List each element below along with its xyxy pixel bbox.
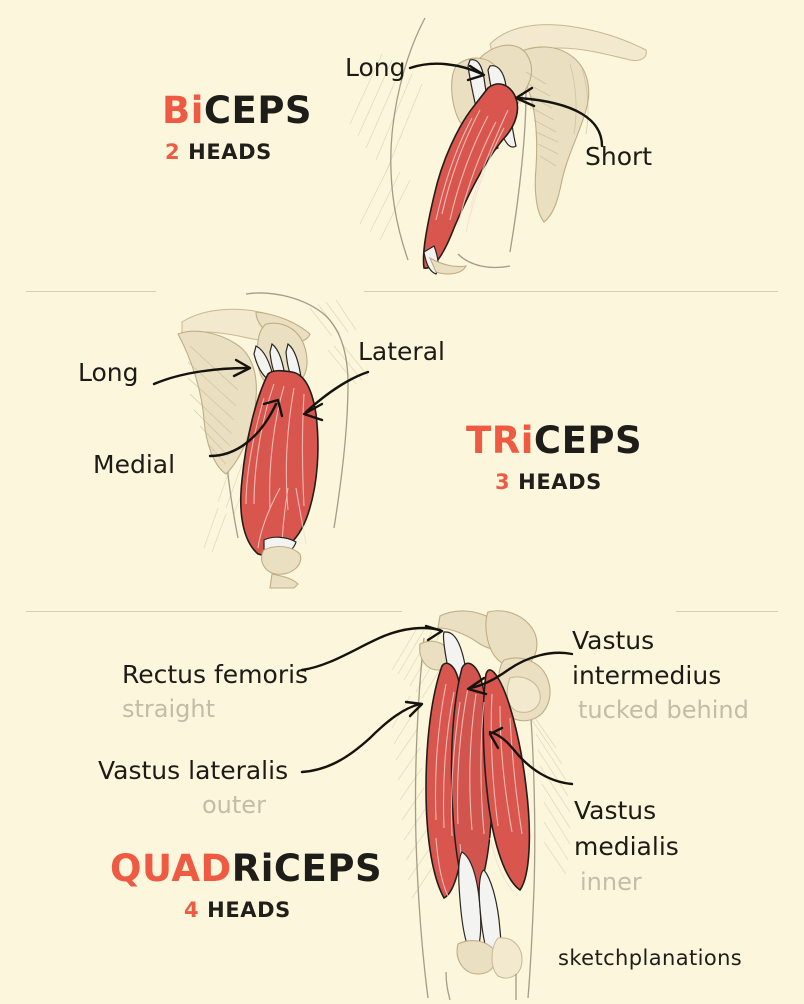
lower-leg-outline (445, 971, 517, 1001)
triceps-medial-arrow (208, 398, 284, 458)
vastus-medialis-muscle (482, 669, 531, 892)
pelvis-bone (419, 610, 551, 722)
quad-rectus-femoris-note: straight (122, 695, 216, 723)
pencil-hatching (203, 299, 369, 553)
quad-vastus-medialis-note: inner (580, 868, 642, 896)
quadriceps-heads: 4 HEADS (184, 900, 291, 921)
biceps-heads-word: HEADS (188, 140, 272, 164)
elbow-bone (261, 545, 302, 575)
divider-1-left (26, 291, 156, 292)
biceps-short-arrow (514, 86, 604, 148)
biceps-short-label: Short (585, 142, 653, 171)
triceps-lateral-arrow (302, 370, 370, 422)
divider-2-left (26, 611, 402, 612)
quad-rectus-femoris-label: Rectus femoris (122, 660, 309, 689)
triceps-lateral-label: Lateral (358, 337, 445, 366)
muscle-fibers (435, 109, 509, 233)
quadriceps-title: QUADRiCEPS (110, 850, 382, 887)
quadriceps-title-accent: QUAD (110, 847, 232, 890)
forearm-bone (269, 573, 299, 589)
biceps-muscle-belly (422, 83, 519, 269)
quadriceps-title-rest: RiCEPS (231, 847, 383, 890)
quad-vastus-intermedius-note: tucked behind (578, 696, 749, 724)
quad-vastus-lateralis-arrow (300, 700, 424, 774)
triceps-heads: 3 HEADS (495, 472, 602, 493)
divider-2-right (676, 611, 778, 612)
patella-bone (456, 940, 497, 975)
quad-vastus-medialis-label-line2: medialis (574, 832, 679, 861)
biceps-title-rest: CEPS (203, 89, 313, 132)
quadriceps-illustration (391, 610, 571, 1001)
triceps-title: TRiCEPS (466, 422, 642, 459)
biceps-title: BiCEPS (162, 92, 312, 129)
quad-vastus-medialis-label-line1: Vastus (574, 796, 657, 825)
signature-sketchplanations: sketchplanations (558, 946, 743, 970)
biceps-illustration (349, 17, 647, 275)
quad-vastus-lateralis-label: Vastus lateralis (98, 756, 289, 785)
triceps-long-label: Long (78, 358, 139, 387)
divider-1-right (364, 291, 778, 292)
biceps-long-label: Long (345, 53, 406, 82)
arm-inner-outline (509, 91, 527, 253)
quadriceps-heads-count: 4 (184, 898, 200, 922)
quad-vastus-intermedius-label-line1: Vastus (572, 626, 655, 655)
triceps-heads-count: 3 (495, 470, 511, 494)
quadriceps-heads-word: HEADS (207, 898, 291, 922)
quad-vastus-intermedius-label-line2: intermedius (572, 661, 722, 690)
pencil-hatching (391, 629, 571, 899)
quad-vastus-intermedius-arrow (466, 651, 574, 696)
quad-vastus-medialis-arrow (488, 726, 574, 786)
forearm-bone (428, 256, 467, 275)
triceps-long-arrow (152, 358, 252, 386)
triceps-heads-word: HEADS (518, 470, 602, 494)
triceps-medial-label: Medial (93, 450, 176, 479)
quad-vastus-lateralis-note: outer (202, 791, 266, 819)
biceps-heads-count: 2 (165, 140, 181, 164)
arm-outline (390, 17, 426, 261)
arm-lower-outline (457, 253, 511, 269)
thigh-outline-left (414, 637, 429, 999)
thigh-outline-right (527, 703, 536, 999)
triceps-title-accent: TRi (466, 419, 534, 462)
shoulder-outline (245, 292, 349, 529)
biceps-heads: 2 HEADS (165, 142, 272, 163)
biceps-title-accent: Bi (162, 89, 204, 132)
triceps-title-rest: CEPS (533, 419, 643, 462)
triceps-muscle-belly (239, 369, 319, 556)
femoral-condyle (491, 937, 523, 979)
biceps-long-arrow (408, 62, 486, 82)
quad-rectus-femoris-arrow (300, 624, 444, 672)
muscle-fibers (245, 383, 307, 551)
